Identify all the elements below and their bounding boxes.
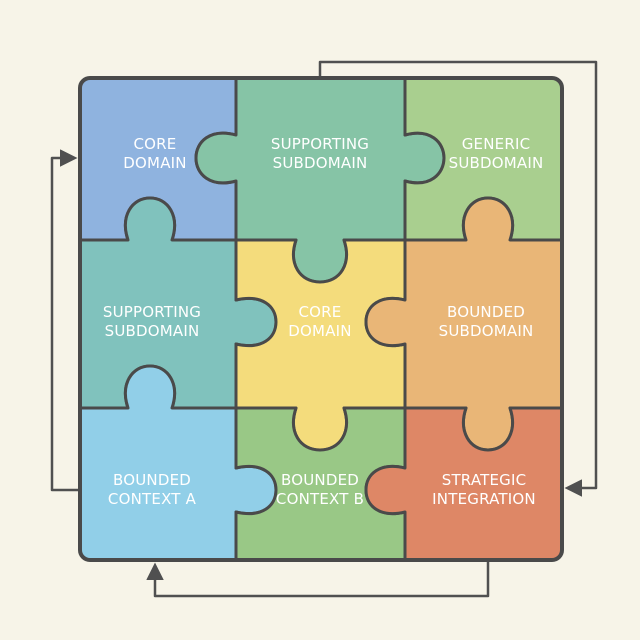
label-top-middle-2: SUBDOMAIN — [273, 154, 368, 172]
label-bottom-left-2: CONTEXT A — [108, 490, 197, 508]
label-top-right-2: SUBDOMAIN — [449, 154, 544, 172]
label-top-middle-1: SUPPORTING — [271, 135, 369, 153]
label-bottom-left-1: BOUNDED — [113, 471, 191, 489]
label-bottom-middle-1: BOUNDED — [281, 471, 359, 489]
label-top-right-1: GENERIC — [462, 135, 531, 153]
arrow-left — [50, 149, 80, 492]
arrow-top-right — [318, 60, 598, 497]
label-top-left-1: CORE — [134, 135, 177, 153]
label-middle-middle-2: DOMAIN — [288, 322, 351, 340]
label-middle-left-2: SUBDOMAIN — [105, 322, 200, 340]
label-bottom-middle-2: CONTEXT B — [276, 490, 364, 508]
cycle-arrows — [50, 60, 598, 598]
label-top-left-2: DOMAIN — [123, 154, 186, 172]
puzzle-frame — [78, 76, 564, 562]
piece-labels: CORE DOMAIN SUPPORTING SUBDOMAIN GENERIC… — [103, 135, 543, 508]
label-middle-right-2: SUBDOMAIN — [439, 322, 534, 340]
piece-bottom-right — [364, 406, 562, 560]
label-bottom-right-1: STRATEGIC — [442, 471, 527, 489]
label-bottom-right-2: INTEGRATION — [432, 490, 536, 508]
label-middle-right-1: BOUNDED — [447, 303, 525, 321]
label-middle-left-1: SUPPORTING — [103, 303, 201, 321]
label-middle-middle-1: CORE — [299, 303, 342, 321]
arrow-bottom — [146, 560, 490, 598]
